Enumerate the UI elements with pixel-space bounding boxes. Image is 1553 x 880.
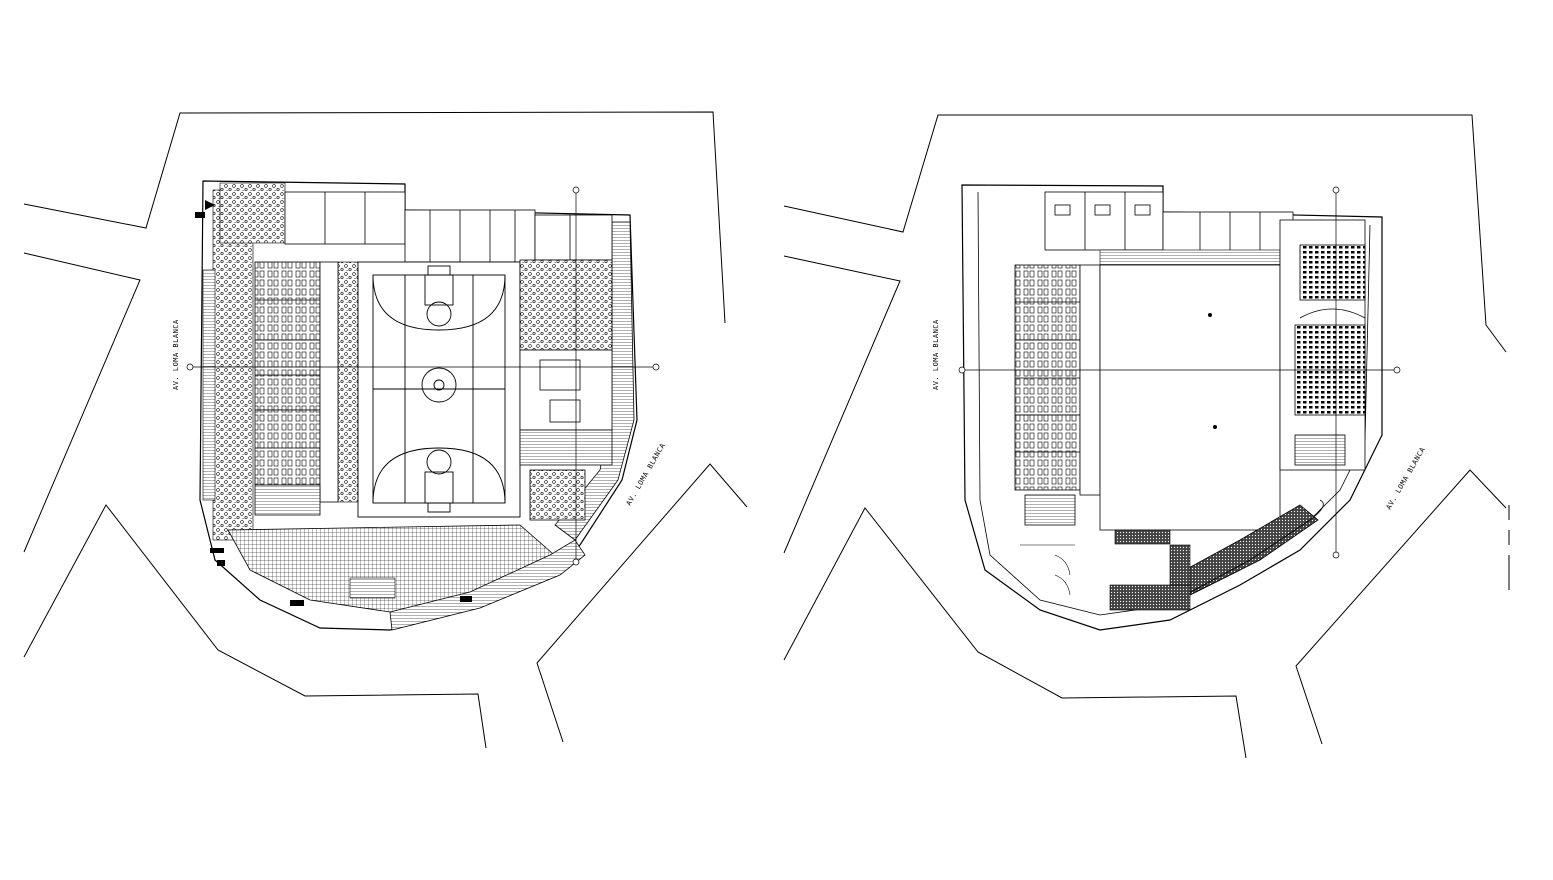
right-ramp-curve [1184, 499, 1324, 596]
left-floor-plan: AV. LOMA BLANCA AV. LOMA BLANCA [23, 111, 748, 749]
right-west-classrooms [1014, 264, 1101, 526]
left-north-garden [219, 182, 286, 244]
right-south-stairs-a [1109, 584, 1191, 611]
left-south-stairs-block [349, 577, 396, 599]
left-west-stairs [202, 269, 216, 501]
right-floor-plan: AV. LOMA BLANCA AV. LOMA BLANCA [783, 114, 1510, 759]
left-north-rooms [284, 191, 613, 263]
left-west-classrooms [254, 261, 339, 516]
right-north-rooms [1044, 191, 1294, 253]
left-street-outlines [23, 111, 748, 749]
left-marks [195, 200, 472, 606]
left-axis-lines [186, 186, 660, 566]
right-street-label-west: AV. LOMA BLANCA [932, 319, 940, 390]
right-south-stairs-b [1114, 529, 1171, 545]
left-east-rooms [519, 259, 613, 521]
left-street-label-west: AV. LOMA BLANCA [172, 319, 180, 390]
right-open-slab [1099, 264, 1281, 531]
right-south-stairs-c [1169, 544, 1191, 586]
left-street-label-east: AV. LOMA BLANCA [625, 442, 667, 507]
left-west-garden [212, 189, 254, 541]
left-basketball-court [357, 261, 521, 518]
left-south-ramp [389, 539, 586, 631]
right-axis-lines [958, 186, 1401, 559]
right-street-label-east: AV. LOMA BLANCA [1385, 446, 1427, 511]
right-north-corridor [1099, 249, 1281, 266]
right-street-outlines [783, 114, 1510, 759]
right-door-swings [1020, 544, 1075, 596]
left-inner-garden [337, 261, 359, 503]
right-east-auditorium [1279, 219, 1366, 471]
